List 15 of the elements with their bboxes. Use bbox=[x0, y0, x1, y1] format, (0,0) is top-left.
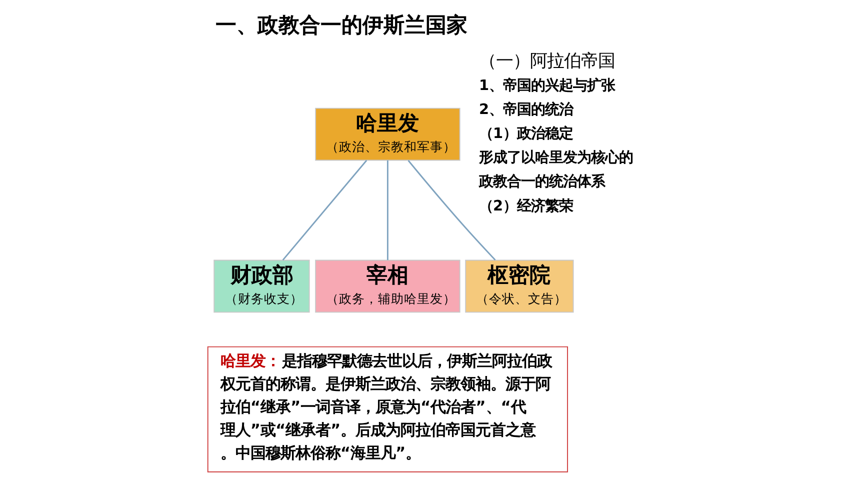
diagram-title: 一、政教合一的伊斯兰国家 bbox=[216, 12, 468, 37]
label: 形成了以哈里发为核心的政教合一的统治体系 bbox=[479, 150, 634, 190]
connector bbox=[386, 160, 388, 260]
node-box: 枢密院 （令状、文告） bbox=[465, 260, 574, 313]
connector bbox=[282, 160, 368, 261]
connector bbox=[408, 160, 496, 261]
node-box: 哈里发：是指穆罕默德去世以后，伊斯兰阿拉伯政权元首的称谓。是伊斯兰政治、宗教领袖。源于阿拉伯“继承”一词音译，原意为“代治者”、“代理人”或“继承者”。后成为阿拉伯帝国元首之意。中国穆斯林俗称“海里凡”。 bbox=[207, 346, 568, 472]
node-box: 财政部 （财务收支） bbox=[214, 260, 310, 313]
label: （1）政治稳定 bbox=[479, 126, 574, 142]
node-box: 哈里发 （政治、宗教和军事） bbox=[315, 108, 460, 161]
label: （2）经济繁荣 bbox=[479, 198, 574, 214]
label: 1、帝国的兴起与扩张 bbox=[479, 78, 616, 94]
label: 2、帝国的统治 bbox=[479, 102, 574, 118]
node-box: 宰相 （政务，辅助哈里发） bbox=[315, 260, 460, 313]
label: （一）阿拉伯帝国 bbox=[479, 51, 616, 72]
